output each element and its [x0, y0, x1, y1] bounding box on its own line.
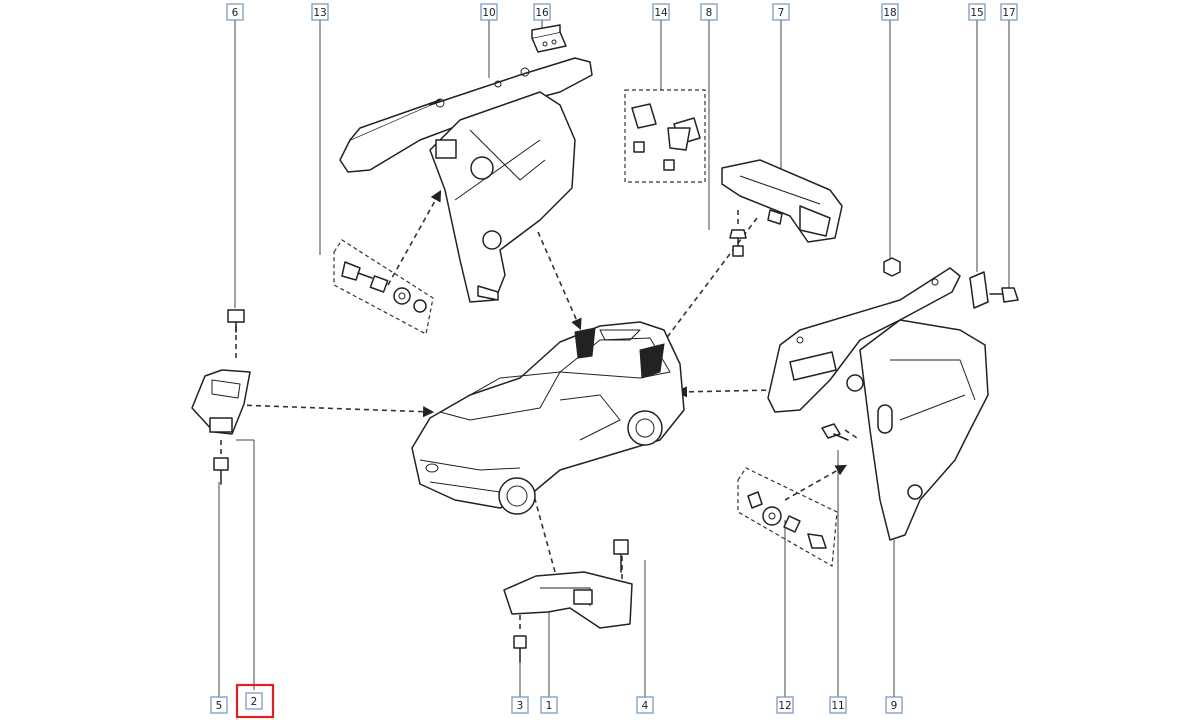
svg-text:11: 11 — [831, 700, 844, 712]
regulator-front-upper — [339, 57, 593, 303]
svg-text:15: 15 — [970, 7, 983, 19]
fastener-group-12 — [747, 491, 827, 549]
callout-10[interactable]: 10 — [480, 3, 498, 21]
callout-11[interactable]: 11 — [829, 696, 847, 714]
screw-part-8 — [729, 229, 747, 257]
bolt-part-4 — [613, 539, 629, 555]
clip-part-16 — [531, 24, 567, 53]
screw-part-11 — [821, 423, 849, 441]
svg-text:14: 14 — [654, 7, 668, 19]
screw-part-3 — [513, 635, 527, 649]
callout-17[interactable]: 17 — [1000, 3, 1018, 21]
bracket-part-7 — [721, 159, 843, 243]
group-box-14 — [624, 89, 706, 183]
svg-text:9: 9 — [891, 700, 898, 712]
svg-text:7: 7 — [778, 7, 785, 19]
callout-4[interactable]: 4 — [636, 696, 654, 714]
fastener-group-13 — [341, 261, 427, 313]
callout-16[interactable]: 16 — [533, 3, 551, 21]
svg-text:13: 13 — [313, 7, 326, 19]
car-illustration — [411, 321, 685, 515]
bolt-part-17 — [989, 287, 1019, 303]
svg-text:6: 6 — [232, 7, 239, 19]
callout-8[interactable]: 8 — [700, 3, 718, 21]
svg-text:5: 5 — [216, 700, 223, 712]
svg-text:2: 2 — [251, 696, 258, 708]
callout-15[interactable]: 15 — [968, 3, 986, 21]
group-box-12 — [737, 467, 838, 567]
bolt-part-6 — [227, 309, 245, 323]
hinge-part-1 — [503, 571, 633, 629]
regulator-rear — [767, 267, 989, 541]
callout-12[interactable]: 12 — [776, 696, 794, 714]
callout-7[interactable]: 7 — [772, 3, 790, 21]
plate-part-15 — [969, 271, 989, 309]
svg-text:1: 1 — [546, 700, 553, 712]
callout-2[interactable]: 2 — [235, 683, 275, 719]
svg-text:17: 17 — [1002, 7, 1015, 19]
svg-text:10: 10 — [482, 7, 495, 19]
nut-part-18 — [883, 257, 901, 277]
svg-text:8: 8 — [706, 7, 713, 19]
callout-3[interactable]: 3 — [511, 696, 529, 714]
callout-13[interactable]: 13 — [311, 3, 329, 21]
callout-9[interactable]: 9 — [885, 696, 903, 714]
svg-text:12: 12 — [778, 700, 791, 712]
callout-14[interactable]: 14 — [652, 3, 670, 21]
svg-text:4: 4 — [642, 700, 649, 712]
callout-6[interactable]: 6 — [226, 3, 244, 21]
clip-set-14 — [631, 103, 701, 171]
callout-2-highlight — [235, 683, 275, 719]
svg-text:18: 18 — [883, 7, 896, 19]
svg-text:3: 3 — [517, 700, 524, 712]
hinge-assembly-left — [191, 309, 251, 485]
callout-5[interactable]: 5 — [210, 696, 228, 714]
group-box-13 — [333, 239, 434, 335]
screw-part-5 — [213, 457, 229, 471]
leader-lines — [218, 20, 1010, 700]
svg-text:16: 16 — [535, 7, 549, 19]
callout-1[interactable]: 1 — [540, 696, 558, 714]
callout-18[interactable]: 18 — [881, 3, 899, 21]
group-boxes — [333, 89, 838, 567]
hinge-assembly-lower — [503, 539, 633, 663]
